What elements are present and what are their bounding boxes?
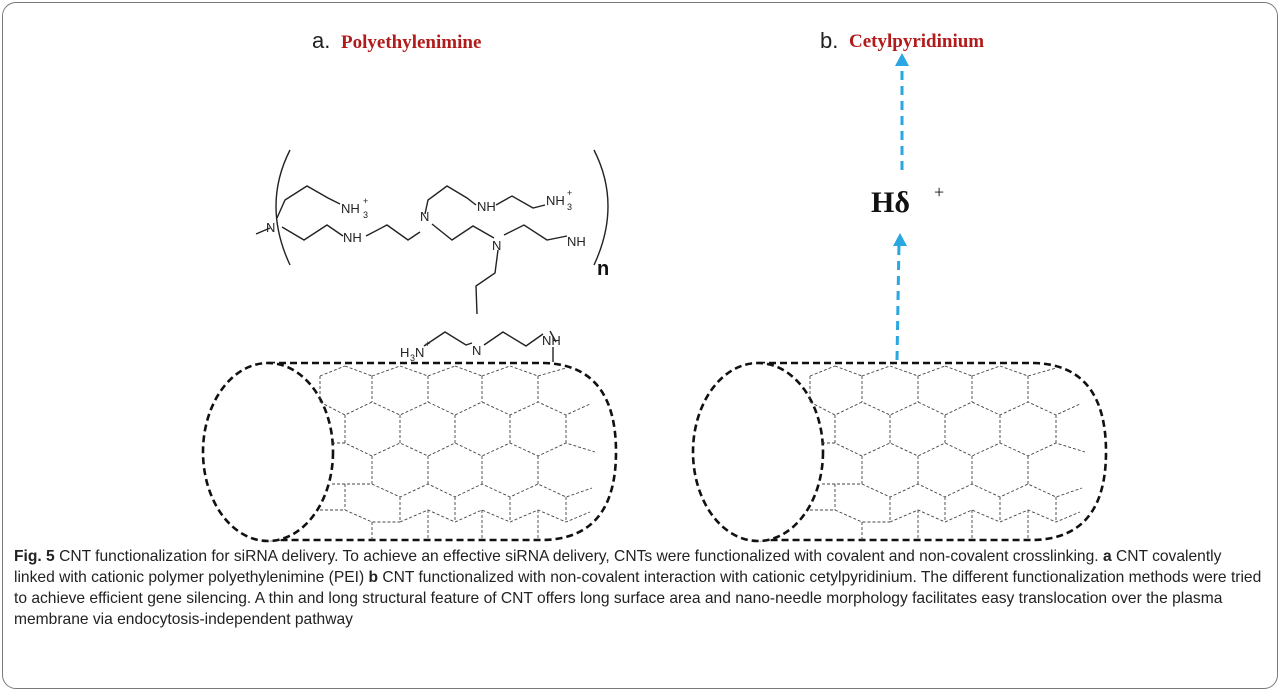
caption-title: CNT functionalization for siRNA delivery… bbox=[59, 548, 1099, 565]
svg-text:NH: NH bbox=[341, 201, 360, 216]
arrow-head-upper bbox=[895, 53, 909, 66]
caption-b-label: b bbox=[368, 569, 379, 586]
panel-b-letter: b. bbox=[820, 28, 838, 53]
svg-text:NH: NH bbox=[546, 193, 565, 208]
svg-text:NH: NH bbox=[567, 234, 586, 249]
svg-text:n: n bbox=[597, 258, 609, 280]
svg-text:N: N bbox=[266, 220, 275, 235]
svg-text:+: + bbox=[934, 182, 944, 202]
caption-a-label: a bbox=[1102, 548, 1112, 565]
arrow-head-lower bbox=[893, 233, 907, 246]
figure-caption: Fig. 5 CNT functionalization for siRNA d… bbox=[14, 546, 1264, 630]
caption-a-text: CNT covalently linked with cationic poly… bbox=[14, 548, 1222, 586]
h-delta-plus: Hδ bbox=[871, 186, 910, 219]
cnt-tube-b bbox=[691, 361, 1108, 543]
svg-text:3: 3 bbox=[567, 202, 572, 212]
svg-text:NH: NH bbox=[542, 333, 561, 348]
panel-a-letter: a. bbox=[312, 28, 330, 53]
svg-text:+: + bbox=[363, 196, 368, 206]
pei-structure bbox=[255, 149, 609, 347]
svg-text:+: + bbox=[425, 339, 430, 349]
svg-text:3: 3 bbox=[410, 353, 415, 363]
panel-a-name: Polyethylenimine bbox=[341, 32, 481, 53]
svg-text:3: 3 bbox=[363, 210, 368, 220]
svg-text:N: N bbox=[492, 238, 501, 253]
svg-text:NH: NH bbox=[477, 199, 496, 214]
svg-text:NH: NH bbox=[343, 230, 362, 245]
caption-b-text: CNT functionalized with non-covalent int… bbox=[14, 569, 1262, 628]
cnt-functionalization-diagram: a. Polyethylenimine b. Cetylpyridinium N… bbox=[201, 28, 1108, 543]
svg-text:+: + bbox=[567, 188, 572, 198]
caption-fig-label: Fig. 5 bbox=[14, 548, 55, 565]
svg-text:N: N bbox=[420, 209, 429, 224]
panel-b-name: Cetylpyridinium bbox=[849, 31, 984, 52]
svg-text:N: N bbox=[415, 345, 424, 360]
svg-text:N: N bbox=[472, 343, 481, 358]
interaction-arrows bbox=[895, 62, 904, 361]
cnt-tube-a bbox=[201, 361, 618, 543]
svg-text:H: H bbox=[400, 345, 409, 360]
